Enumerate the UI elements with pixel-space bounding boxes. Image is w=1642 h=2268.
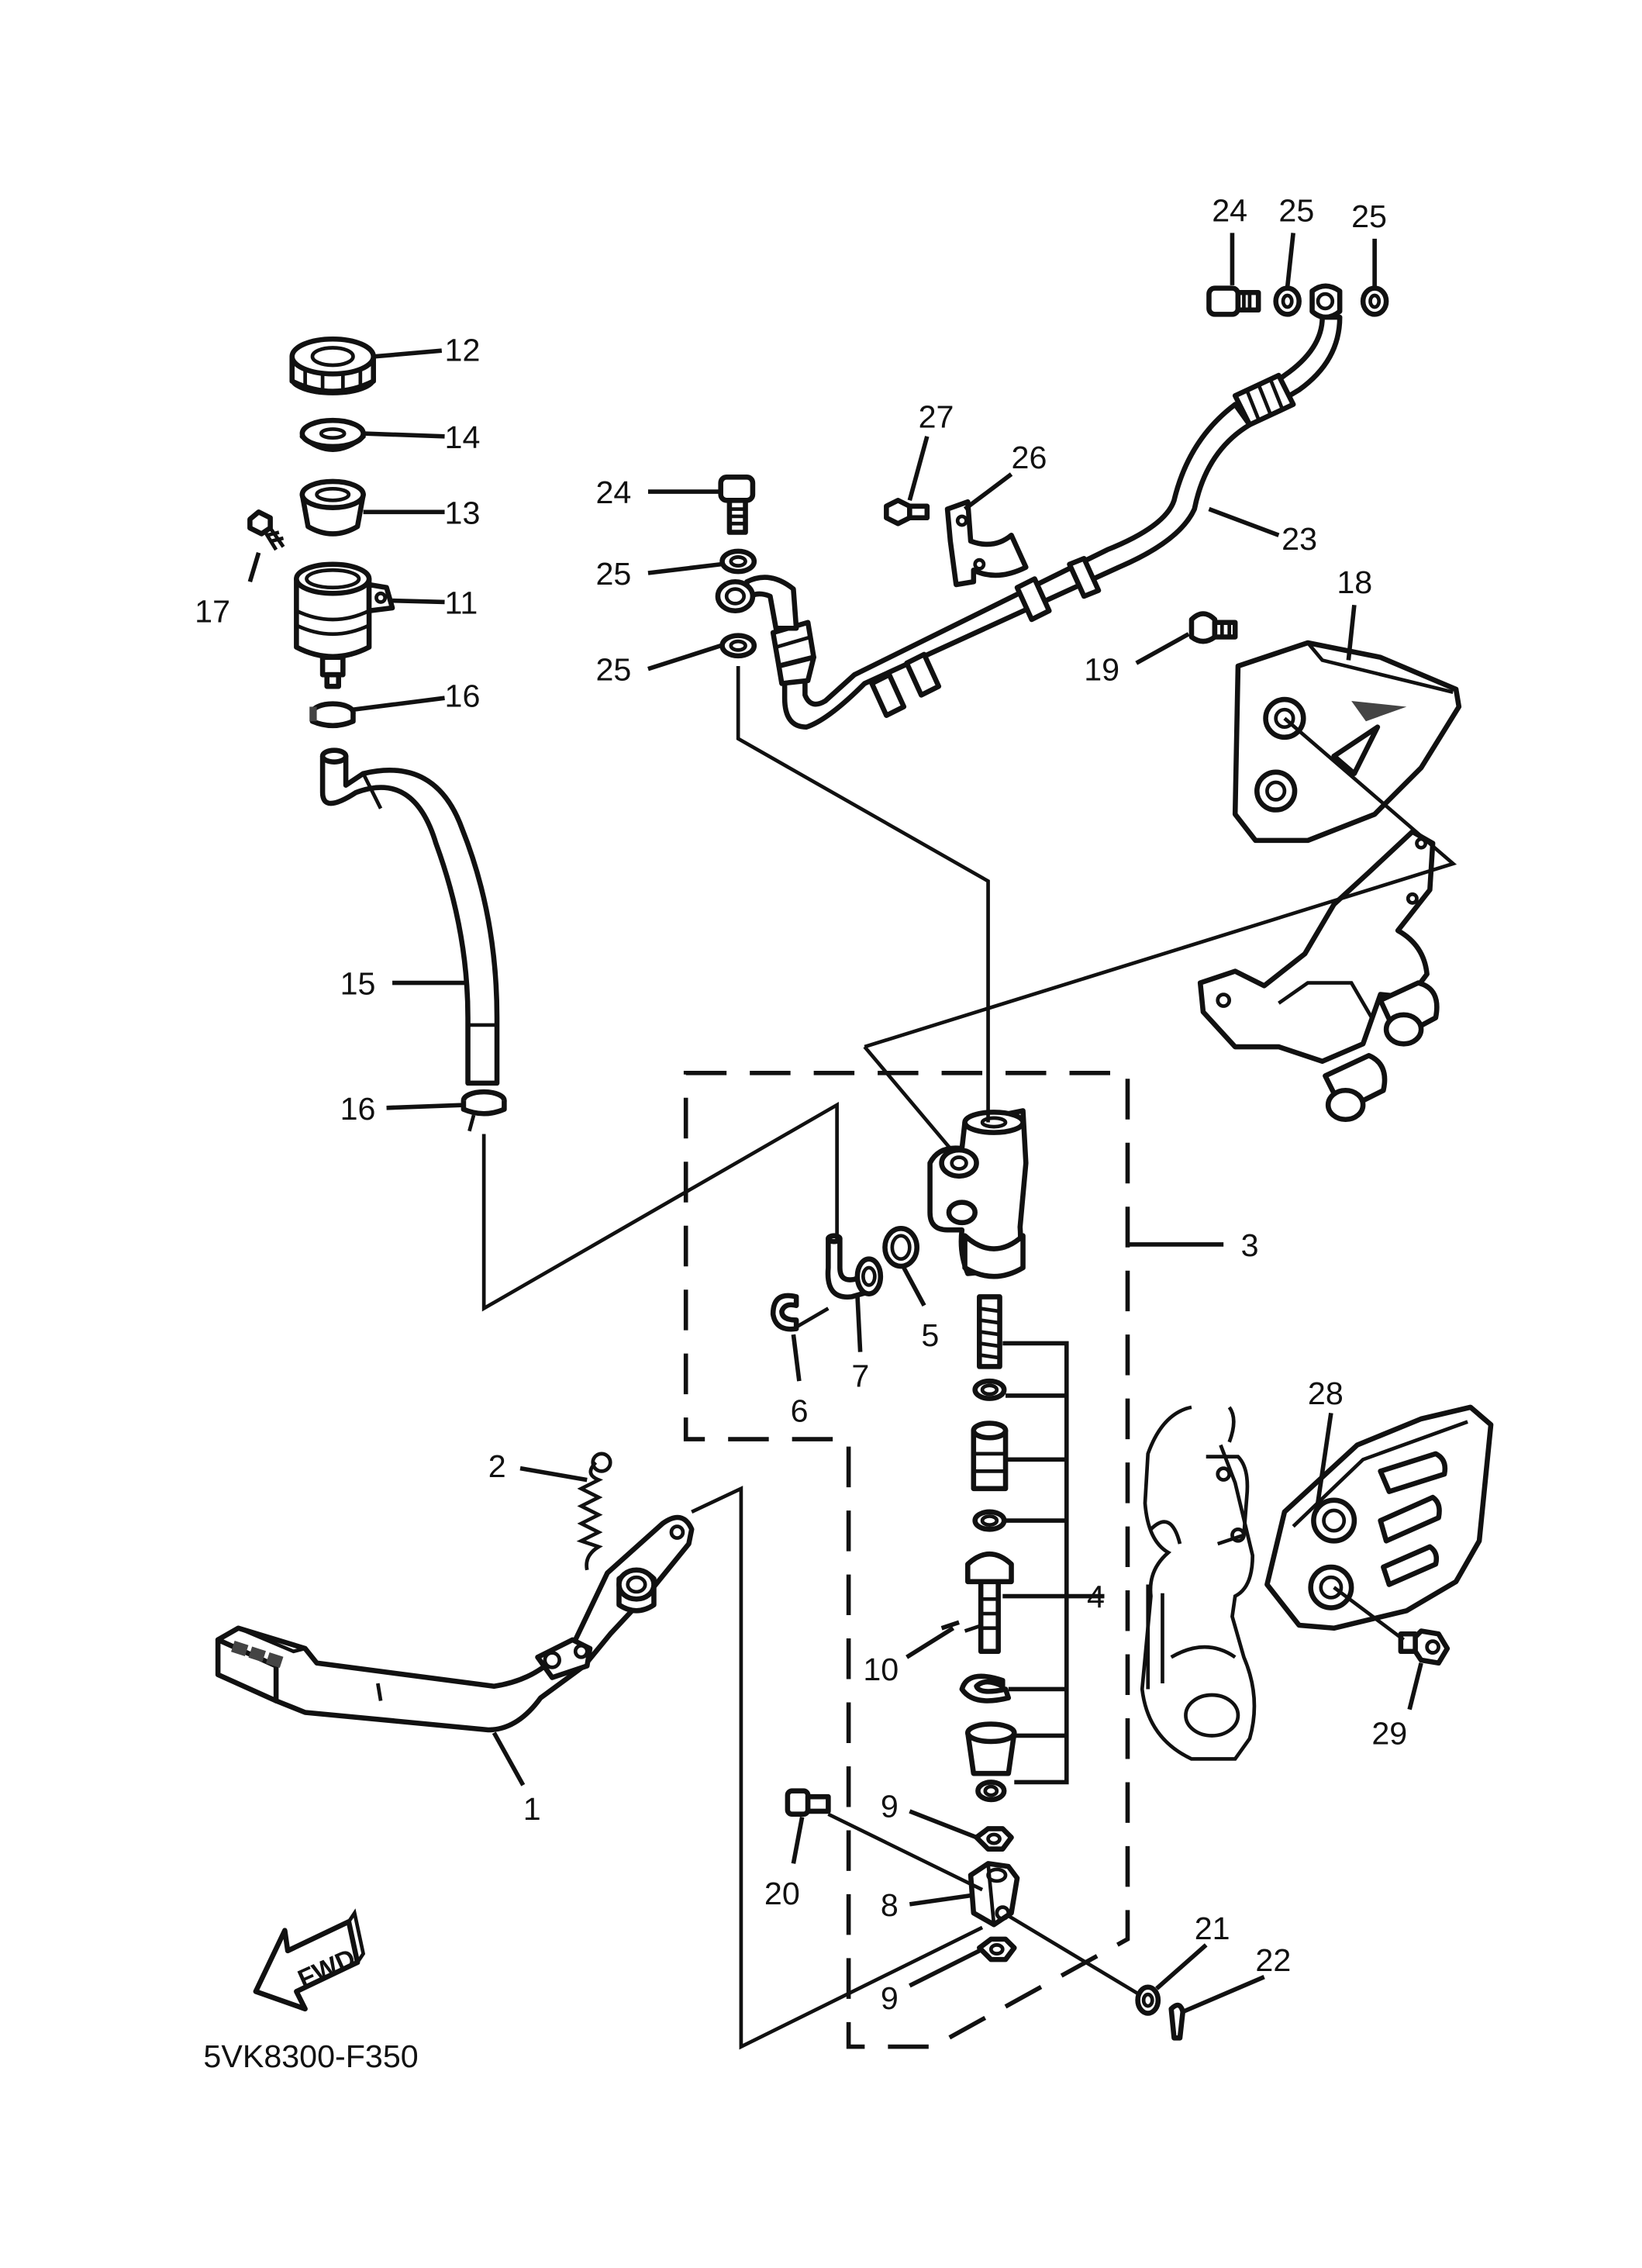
callout-26: 26	[1012, 440, 1047, 475]
reservoir-cap-12[interactable]	[289, 336, 376, 395]
copper-washer-25-top-b[interactable]	[1360, 285, 1389, 317]
circlip-6[interactable]	[770, 1293, 799, 1332]
hose-joint-7[interactable]	[825, 1233, 884, 1300]
heel-guard-18[interactable]	[1232, 640, 1462, 844]
callout-20: 20	[764, 1876, 800, 1911]
piston-kit-4[interactable]	[965, 1294, 1014, 1655]
callout-25-top-a: 25	[1278, 192, 1314, 228]
bolt-27[interactable]	[884, 498, 930, 526]
callout-17: 17	[195, 594, 230, 630]
callout-28: 28	[1308, 1376, 1344, 1411]
brake-hose-23[interactable]	[715, 283, 1343, 730]
callout-22: 22	[1255, 1942, 1291, 1978]
copper-washer-25-top-a[interactable]	[1273, 285, 1302, 317]
callout-24-top: 24	[1212, 192, 1247, 228]
heel-guard-28[interactable]	[1264, 1404, 1494, 1631]
clevis-8[interactable]	[968, 1861, 1020, 1928]
washer-21[interactable]	[1135, 1984, 1161, 2016]
callout-18: 18	[1337, 564, 1372, 600]
callout-13: 13	[445, 495, 481, 530]
callout-labels: 1 2 3 4 5 6 7 8 9 9 10 11 12 13 14 15 16…	[195, 192, 1407, 2015]
reservoir-hose-15[interactable]	[319, 747, 500, 1086]
callout-21: 21	[1195, 1911, 1230, 1946]
diaphragm-plate-14[interactable]	[299, 417, 366, 452]
callout-4: 4	[1087, 1579, 1105, 1615]
bolt-20[interactable]	[785, 1788, 831, 1817]
callout-27: 27	[919, 399, 954, 435]
callout-5: 5	[921, 1317, 939, 1353]
nut-9-lower[interactable]	[977, 1936, 1017, 1962]
circlip-4[interactable]	[959, 1673, 1012, 1704]
o-ring-5[interactable]	[882, 1226, 919, 1269]
hose-clamp-16-lower[interactable]	[461, 1089, 507, 1132]
callout-25-lower-b: 25	[595, 652, 631, 688]
callout-1: 1	[523, 1791, 541, 1827]
callout-11: 11	[445, 585, 478, 620]
callout-9-upper: 9	[881, 1788, 899, 1824]
callout-14: 14	[445, 419, 481, 455]
footrest-bracket-lower	[1140, 1405, 1257, 1761]
callout-25-lower-a: 25	[595, 556, 631, 592]
nut-4[interactable]	[975, 1780, 1007, 1803]
assembly-3-outline	[683, 1070, 1130, 2049]
pin-10[interactable]	[940, 1620, 960, 1631]
callout-3: 3	[1241, 1227, 1259, 1263]
nut-9-upper[interactable]	[974, 1826, 1014, 1852]
return-spring-2[interactable]	[576, 1452, 612, 1571]
hose-clamp-16-upper[interactable]	[309, 701, 356, 729]
callout-25-top-b: 25	[1351, 198, 1387, 234]
screw-17[interactable]	[247, 509, 285, 551]
callout-7: 7	[851, 1358, 869, 1394]
leader-lines	[247, 233, 1423, 2014]
callout-29: 29	[1371, 1716, 1407, 1752]
boot-4[interactable]	[965, 1721, 1017, 1776]
brake-pedal-1[interactable]	[215, 1514, 695, 1733]
union-bolt-24-lower[interactable]	[718, 475, 756, 535]
callout-9-lower: 9	[881, 1980, 899, 2016]
callout-24-lower: 24	[595, 475, 631, 510]
callout-23: 23	[1282, 521, 1317, 557]
diaphragm-13[interactable]	[299, 478, 366, 537]
diagram-code: 5VK8300-F350	[203, 2038, 418, 2074]
reference-lines	[481, 665, 1457, 2050]
union-bolt-24-top[interactable]	[1206, 285, 1261, 317]
callout-8: 8	[881, 1887, 899, 1923]
callout-2: 2	[488, 1448, 506, 1484]
cotter-pin-22[interactable]	[1168, 2002, 1185, 2041]
footrest-bracket-upper	[1197, 829, 1440, 1123]
callout-10: 10	[863, 1652, 899, 1687]
bolt-29[interactable]	[1398, 1628, 1451, 1666]
callout-12: 12	[445, 332, 481, 368]
fwd-arrow-icon: FWD	[253, 1908, 366, 2012]
bolt-19[interactable]	[1188, 611, 1238, 644]
callout-15: 15	[340, 966, 376, 1002]
copper-washer-25-lower-a[interactable]	[719, 548, 757, 575]
callout-6: 6	[791, 1393, 809, 1429]
callout-16-lower: 16	[340, 1091, 376, 1127]
master-cylinder-body[interactable]	[927, 1108, 1029, 1279]
callout-19: 19	[1084, 652, 1119, 688]
callout-16-upper: 16	[445, 678, 481, 713]
copper-washer-25-lower-b[interactable]	[719, 633, 757, 659]
hose-guide-26[interactable]	[944, 499, 1029, 588]
reservoir-tank-11[interactable]	[294, 561, 395, 689]
